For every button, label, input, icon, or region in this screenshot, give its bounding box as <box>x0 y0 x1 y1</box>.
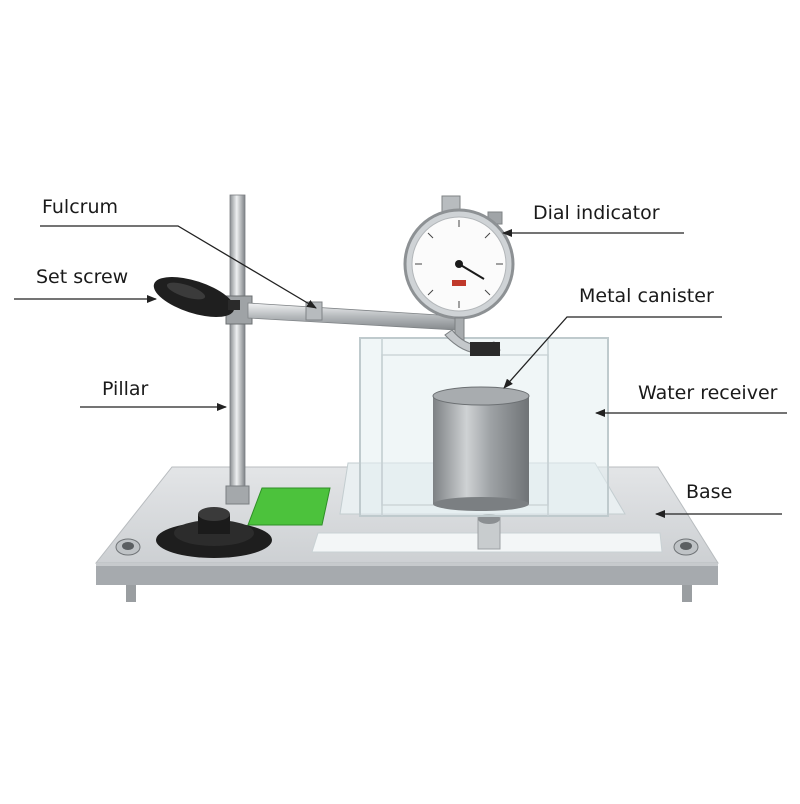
label-fulcrum: Fulcrum <box>42 196 119 218</box>
foot-right <box>682 585 692 602</box>
foot-left <box>126 585 136 602</box>
label-water-receiver: Water receiver <box>638 382 778 404</box>
label-dial-indicator: Dial indicator <box>533 202 660 224</box>
dial-indicator <box>403 195 515 356</box>
leader-fulcrum <box>40 225 317 309</box>
leader-metal-canister <box>503 316 722 389</box>
green-plate <box>247 487 331 526</box>
label-metal-canister: Metal canister <box>579 285 714 307</box>
base-knob <box>156 507 272 558</box>
set-screw-knob <box>153 276 240 318</box>
pillar <box>225 194 250 505</box>
label-set-screw: Set screw <box>36 266 129 288</box>
label-base: Base <box>686 481 733 503</box>
label-pillar: Pillar <box>102 378 149 400</box>
metal-canister <box>432 386 530 511</box>
